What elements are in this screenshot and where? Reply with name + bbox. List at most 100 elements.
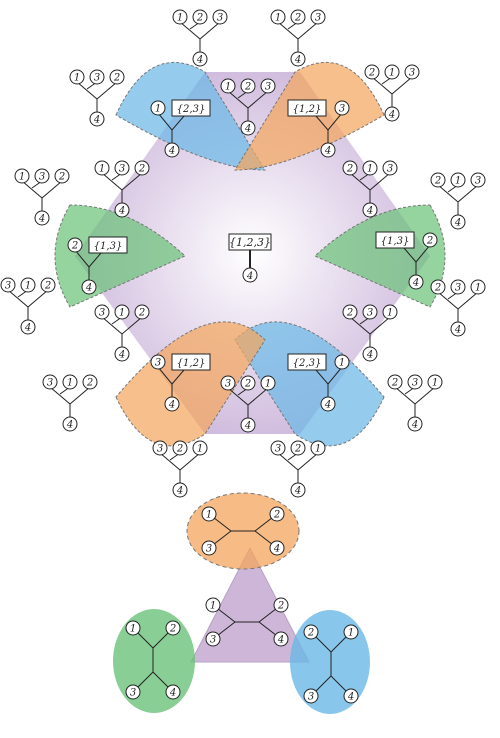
quartet-center-leaf-3-node	[273, 631, 289, 647]
tree-outer-10-leaf-c-node	[54, 168, 70, 184]
tree-outer-9-leaf-b-node	[20, 277, 36, 293]
tree-outer-2-leaf-b-node	[384, 64, 400, 80]
tree-outer-5-leaf-c-label: 1	[432, 378, 438, 389]
tree-outer-9-edge-a	[7, 289, 29, 308]
tree-outer-11-leaf-c-node	[109, 69, 125, 85]
tree-outer-8-edge-a	[49, 386, 71, 405]
lobe-tree-3-root-label: 4	[324, 400, 331, 411]
tree-inner-2-leaf-b-label: 3	[367, 308, 373, 319]
tree-outer-8-leaf-c-label: 2	[86, 378, 93, 389]
tree-outer-5-root-node	[407, 416, 423, 432]
tree-inner-5-leaf-a-label: 1	[99, 164, 105, 175]
tree-outer-2-leaf-c-node	[404, 64, 420, 80]
tree-outer-9-leaf-c-label: 2	[44, 281, 51, 292]
tree-inner-2-root-node	[362, 346, 378, 362]
tree-inner-1-edge-a	[349, 172, 371, 191]
tree-outer-5-leaf-c-node	[427, 374, 443, 390]
tree-outer-2-leaf-c-label: 3	[409, 68, 415, 79]
lobe-tree-2-leaf-node	[422, 232, 438, 248]
lobe-tree-2-leaf-label: 2	[426, 236, 433, 247]
quartet-left-leaf-3-label: 4	[169, 688, 176, 699]
lobe-tree-5-edge-leaf	[74, 249, 90, 268]
tree-inner-1-leaf-a-node	[342, 160, 358, 176]
tree-inner-4-leaf-a-node	[94, 304, 110, 320]
tree-outer-0-leaf-b-node	[192, 9, 208, 25]
lobe-tree-4-edge-box	[171, 369, 185, 385]
tree-outer-1-root-label: 4	[294, 55, 301, 66]
tree-outer-2-edge-a	[371, 76, 393, 95]
tree-outer-8-leaf-b-node	[62, 374, 78, 390]
quartet-left-leaf-2-node	[125, 684, 141, 700]
lobe-tree-1-box	[287, 99, 327, 117]
quartet-left-leaf-1-node	[165, 620, 181, 636]
lobe-tree-1-edge-leaf	[327, 112, 343, 131]
lobe-tree-3-edge-leaf	[327, 366, 343, 385]
tree-inner-2-leaf-b-node	[362, 304, 378, 320]
tree-outer-7-leaf-c-label: 1	[197, 444, 203, 455]
tree-outer-3-root-label: 4	[454, 218, 461, 229]
lobe-tree-0-edge-box	[171, 115, 185, 131]
tree-outer-8-leaf-b-label: 1	[67, 378, 73, 389]
quartet-right-leaf-1-node	[343, 624, 359, 640]
lobe-orange-bottom	[115, 321, 266, 447]
tree-outer-8-root-node	[62, 416, 78, 432]
quartet-center-leaf-0-label: 1	[210, 601, 216, 612]
tree-outer-5-leaf-a-label: 2	[391, 378, 398, 389]
tree-inner-4-root-label: 4	[118, 350, 125, 361]
tree-outer-2-leaf-a-label: 2	[368, 68, 375, 79]
tree-inner-0-edge-c	[247, 90, 269, 109]
tree-outer-6-edge-c	[297, 452, 319, 471]
tree-inner-1-leaf-c-node	[382, 160, 398, 176]
tree-inner-0-root-node	[240, 120, 256, 136]
tree-outer-11-leaf-a-node	[69, 69, 85, 85]
tree-inner-0-leaf-c-node	[260, 78, 276, 94]
tree-outer-6-root-node	[290, 482, 306, 498]
tree-inner-4-edge-c	[121, 316, 143, 335]
tree-inner-0-leaf-b-label: 2	[244, 82, 251, 93]
tree-outer-3-leaf-a-label: 2	[434, 176, 441, 187]
tree-inner-5-leaf-b-label: 3	[119, 164, 125, 175]
quartet-top-leaf-3-node	[269, 540, 285, 556]
tree-outer-0-leaf-b-label: 2	[196, 13, 203, 24]
tree-outer-4-leaf-a-label: 2	[434, 283, 441, 294]
tree-outer-9-root-node	[20, 319, 36, 335]
lobe-tree-0-edge-leaf	[157, 112, 173, 131]
tree-outer-10-edge-a	[21, 180, 43, 199]
tree-outer-1-edge-c	[297, 21, 319, 40]
tree-outer-7-root-node	[172, 482, 188, 498]
quartet-right-leaf-0-label: 2	[307, 628, 314, 639]
tree-outer-9-leaf-c-node	[40, 277, 56, 293]
tree-outer-9-leaf-b-label: 1	[25, 281, 31, 292]
lobe-tree-2-edge-box	[403, 247, 417, 263]
tree-outer-2-leaf-a-node	[364, 64, 380, 80]
tree-outer-0-root-label: 4	[196, 55, 203, 66]
tree-outer-7-edge-c	[179, 452, 201, 471]
tree-outer-2-edge-c	[391, 76, 413, 95]
tree-outer-6-leaf-b-node	[290, 440, 306, 456]
tree-inner-3-root-node	[240, 417, 256, 433]
tree-outer-1-leaf-a-node	[270, 9, 286, 25]
quartet-right-leaf-2-label: 3	[308, 692, 314, 703]
lobe-tree-2-box-label: {1,3}	[381, 236, 410, 247]
tree-outer-9-leaf-a-label: 3	[5, 281, 11, 292]
lobe-tree-3-leaf-label: 1	[339, 358, 345, 369]
tree-inner-0-edge-a	[227, 90, 249, 109]
tree-outer-10-leaf-a-node	[14, 168, 30, 184]
lobe-tree-2-root-label: 4	[412, 278, 419, 289]
center-root-node	[242, 267, 258, 283]
lobe-tree-0-root-node	[164, 142, 180, 158]
tree-outer-3-edge-a	[437, 184, 459, 203]
tree-outer-3-leaf-b-label: 1	[455, 176, 461, 187]
tree-outer-6-edge-a	[277, 452, 299, 471]
lobe-tree-4-leaf-node	[150, 354, 166, 370]
